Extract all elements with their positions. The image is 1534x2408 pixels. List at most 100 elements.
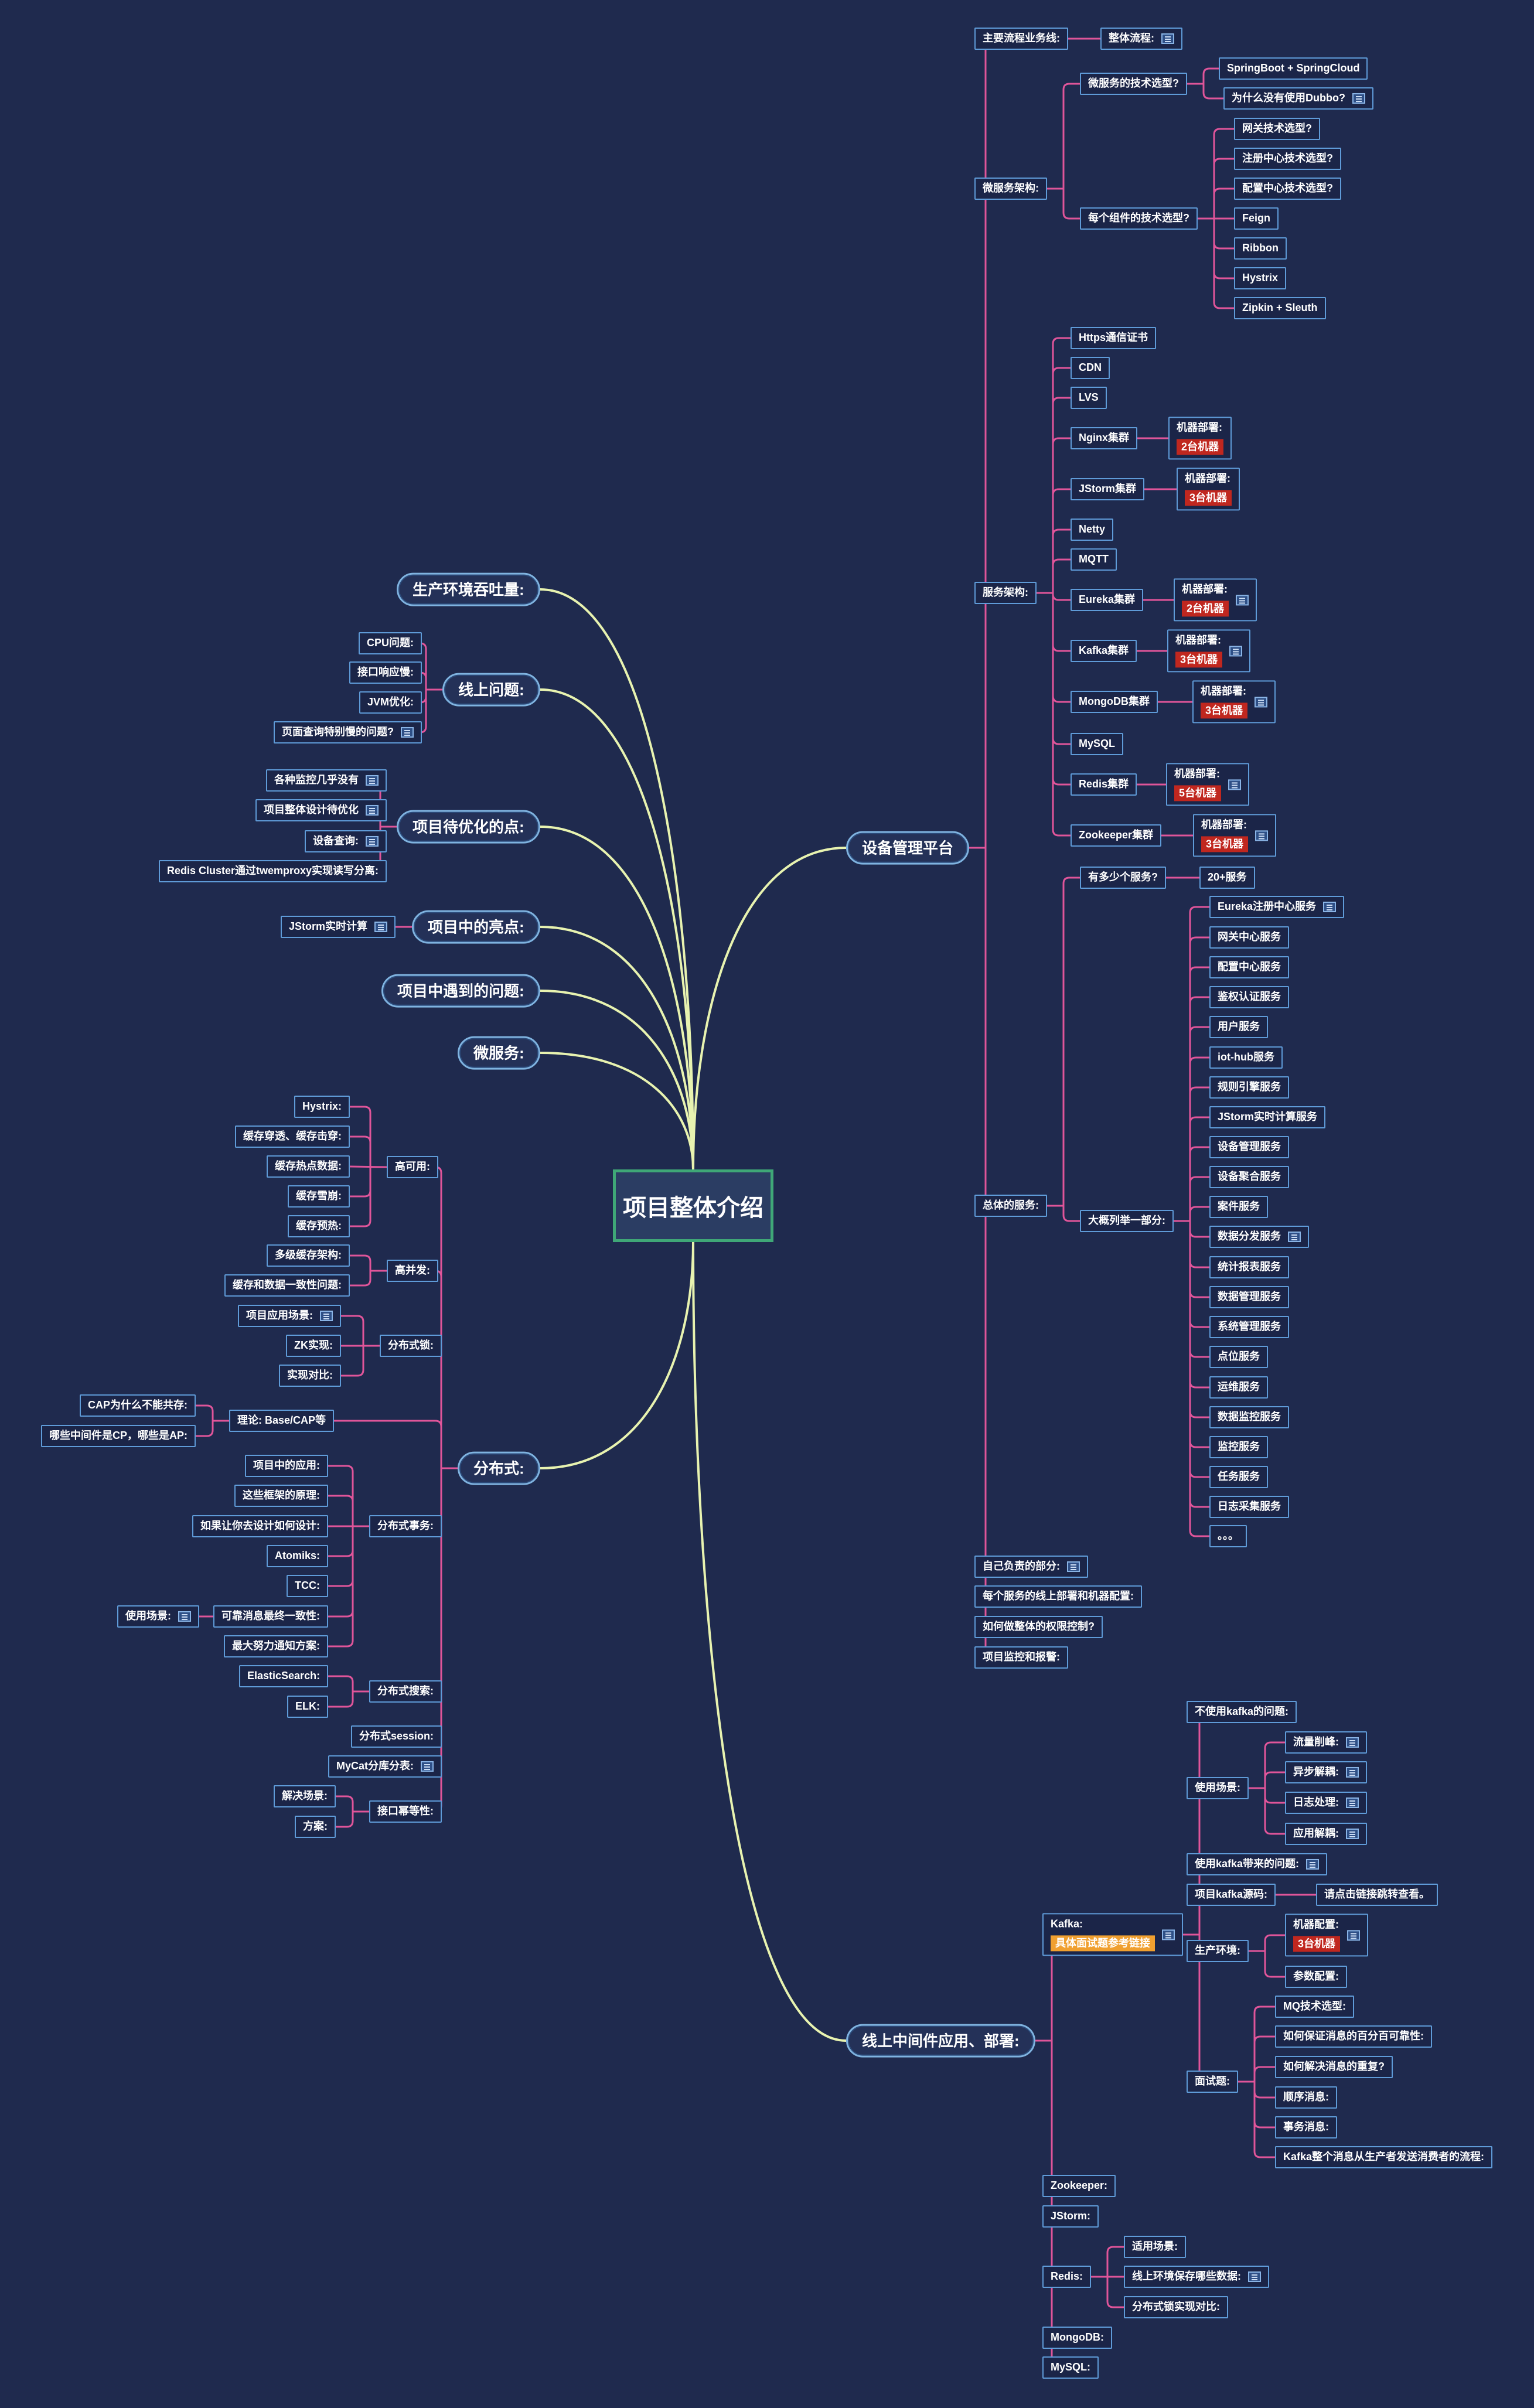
node-k1[interactable]: 不使用kafka的问题: xyxy=(1187,1700,1297,1724)
node-sc3e1[interactable]: 机器部署:3台机器 xyxy=(1177,468,1240,511)
node-k2a[interactable]: 流量削峰: xyxy=(1285,1731,1367,1754)
node-s16[interactable]: 点位服务 xyxy=(1209,1345,1268,1369)
node-sc3k[interactable]: MySQL xyxy=(1071,732,1124,756)
node-sc2[interactable]: 微服务架构: xyxy=(974,177,1047,200)
node-k2c[interactable]: 日志处理: xyxy=(1285,1791,1367,1814)
node-id[interactable]: 接口幂等性: xyxy=(369,1800,442,1823)
node-sc3g[interactable]: MQTT xyxy=(1071,548,1117,571)
node-s17[interactable]: 运维服务 xyxy=(1209,1376,1268,1399)
note-icon[interactable] xyxy=(1346,1737,1359,1748)
node-sc6[interactable]: 每个服务的线上部署和机器配置: xyxy=(974,1585,1142,1608)
node-hc2[interactable]: 缓存和数据一致性问题: xyxy=(224,1274,350,1297)
node-ha4[interactable]: 缓存雪崩: xyxy=(288,1185,350,1208)
node-sc3i1[interactable]: 机器部署:3台机器 xyxy=(1167,629,1251,673)
node-tp[interactable]: 生产环境吞吐量: xyxy=(397,572,540,606)
node-sc3b[interactable]: CDN xyxy=(1071,356,1110,380)
note-icon[interactable] xyxy=(366,775,379,786)
node-sc3m[interactable]: Zookeeper集群 xyxy=(1071,824,1162,847)
node-ol3[interactable]: JVM优化: xyxy=(359,691,422,714)
node-s3[interactable]: 配置中心服务 xyxy=(1209,956,1289,979)
node-sc4[interactable]: 总体的服务: xyxy=(974,1194,1047,1217)
node-s19[interactable]: 监控服务 xyxy=(1209,1435,1268,1459)
node-ol2[interactable]: 接口响应慢: xyxy=(349,661,422,684)
node-dt5[interactable]: TCC: xyxy=(287,1574,328,1598)
root-node[interactable]: 项目整体介绍 xyxy=(613,1169,773,1242)
node-rd2[interactable]: 线上环境保存哪些数据: xyxy=(1124,2265,1269,2288)
node-sc5[interactable]: 自己负责的部分: xyxy=(974,1555,1088,1578)
node-op[interactable]: 项目待优化的点: xyxy=(397,810,540,844)
node-ha[interactable]: 高可用: xyxy=(387,1155,438,1179)
node-dt[interactable]: 分布式事务: xyxy=(369,1515,442,1538)
note-icon[interactable] xyxy=(1347,1930,1361,1940)
node-k6d[interactable]: 顺序消息: xyxy=(1275,2086,1337,2109)
node-sc3f[interactable]: Netty xyxy=(1071,518,1114,541)
node-k[interactable]: Kafka:具体面试题参考链接 xyxy=(1042,1913,1183,1956)
node-sc2b7[interactable]: Zipkin + Sleuth xyxy=(1234,296,1326,320)
note-icon[interactable] xyxy=(1346,1798,1359,1809)
node-sc3m1[interactable]: 机器部署:3台机器 xyxy=(1193,814,1277,857)
node-sc3l1[interactable]: 机器部署:5台机器 xyxy=(1166,763,1250,806)
note-icon[interactable] xyxy=(1067,1561,1080,1573)
note-icon[interactable] xyxy=(1306,1859,1320,1870)
node-s4[interactable]: 鉴权认证服务 xyxy=(1209,985,1289,1009)
note-icon[interactable] xyxy=(374,922,388,933)
node-k5a[interactable]: 机器配置:3台机器 xyxy=(1285,1914,1369,1957)
node-th2[interactable]: 哪些中间件是CP，哪些是AP: xyxy=(41,1424,196,1448)
node-k6e[interactable]: 事务消息: xyxy=(1275,2116,1337,2139)
node-rd[interactable]: Redis: xyxy=(1042,2265,1092,2288)
node-sc[interactable]: 设备管理平台 xyxy=(846,831,970,865)
node-s18[interactable]: 数据监控服务 xyxy=(1209,1406,1289,1429)
node-se[interactable]: 分布式搜索: xyxy=(369,1680,442,1703)
note-icon[interactable] xyxy=(1352,93,1365,104)
node-sc3d1[interactable]: 机器部署:2台机器 xyxy=(1168,417,1232,460)
node-k5[interactable]: 生产环境: xyxy=(1187,1939,1249,1963)
node-k2[interactable]: 使用场景: xyxy=(1187,1776,1249,1800)
node-sc2a[interactable]: 微服务的技术选型? xyxy=(1080,72,1187,95)
node-th1[interactable]: CAP为什么不能共存: xyxy=(80,1394,196,1417)
node-ol4[interactable]: 页面查询特别慢的问题? xyxy=(274,721,422,744)
note-icon[interactable] xyxy=(1346,1767,1359,1778)
note-icon[interactable] xyxy=(1161,33,1174,45)
node-ol1[interactable]: CPU问题: xyxy=(359,632,422,655)
node-s5[interactable]: 用户服务 xyxy=(1209,1015,1268,1039)
node-k4[interactable]: 项目kafka源码: xyxy=(1187,1883,1276,1906)
node-dt3[interactable]: 如果让你去设计如何设计: xyxy=(192,1515,328,1538)
node-sc3c[interactable]: LVS xyxy=(1071,386,1107,410)
node-ss[interactable]: 分布式session: xyxy=(351,1725,442,1748)
note-icon[interactable] xyxy=(421,1761,434,1772)
node-dl1[interactable]: 项目应用场景: xyxy=(238,1304,341,1328)
node-sc2a1[interactable]: SpringBoot + SpringCloud xyxy=(1219,57,1368,80)
node-s10[interactable]: 设备聚合服务 xyxy=(1209,1165,1289,1189)
node-ms[interactable]: 微服务: xyxy=(458,1036,540,1070)
node-k3[interactable]: 使用kafka带来的问题: xyxy=(1187,1853,1328,1876)
node-my[interactable]: MySQL: xyxy=(1042,2356,1099,2379)
note-icon[interactable] xyxy=(366,805,379,816)
node-s11[interactable]: 案件服务 xyxy=(1209,1195,1268,1219)
node-sc2b[interactable]: 每个组件的技术选型? xyxy=(1080,207,1198,230)
note-icon[interactable] xyxy=(1346,1829,1359,1840)
note-icon[interactable] xyxy=(366,836,379,847)
node-dl3[interactable]: 实现对比: xyxy=(279,1364,341,1387)
node-sc2b2[interactable]: 注册中心技术选型? xyxy=(1234,147,1341,170)
node-mc[interactable]: MyCat分库分表: xyxy=(328,1755,442,1778)
node-sc2a2[interactable]: 为什么没有使用Dubbo? xyxy=(1223,87,1373,110)
node-sc2b3[interactable]: 配置中心技术选型? xyxy=(1234,177,1341,200)
node-js[interactable]: JStorm: xyxy=(1042,2205,1099,2228)
node-dl2[interactable]: ZK实现: xyxy=(286,1334,341,1358)
node-s14[interactable]: 数据管理服务 xyxy=(1209,1285,1289,1309)
note-icon[interactable] xyxy=(1323,902,1337,913)
node-rd1[interactable]: 适用场景: xyxy=(1124,2235,1186,2259)
note-icon[interactable] xyxy=(1228,779,1242,790)
node-s20[interactable]: 任务服务 xyxy=(1209,1465,1268,1489)
reference-link-badge[interactable]: 具体面试题参考链接 xyxy=(1051,1935,1155,1952)
node-op1[interactable]: 各种监控几乎没有 xyxy=(266,769,387,792)
node-sc4a[interactable]: 有多少个服务? xyxy=(1080,866,1166,889)
node-id1[interactable]: 解决场景: xyxy=(274,1785,336,1808)
node-id2[interactable]: 方案: xyxy=(295,1815,336,1839)
node-ha5[interactable]: 缓存预热: xyxy=(288,1215,350,1238)
node-dt4[interactable]: Atomiks: xyxy=(267,1544,329,1568)
node-sc2b6[interactable]: Hystrix xyxy=(1234,267,1287,290)
node-se2[interactable]: ELK: xyxy=(287,1695,328,1718)
node-sc1a[interactable]: 整体流程: xyxy=(1100,27,1182,50)
node-op3[interactable]: 设备查询: xyxy=(305,830,387,853)
